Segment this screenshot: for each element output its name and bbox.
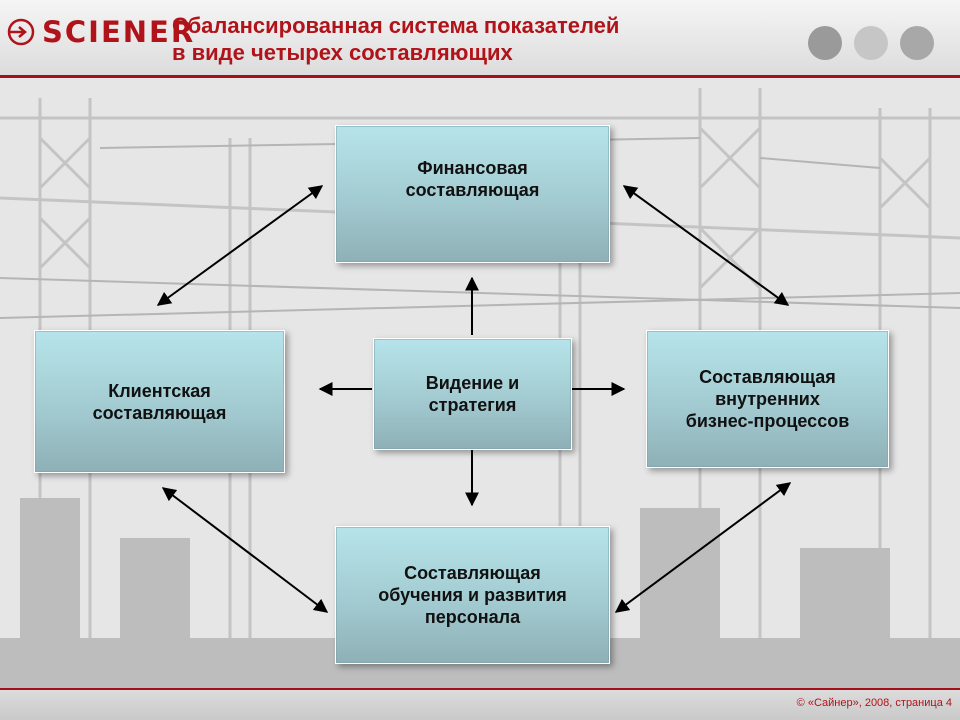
company-logo: SCIENER: [6, 14, 195, 50]
arrow-top-right: [622, 185, 790, 306]
decor-dot-3: [900, 26, 934, 60]
title-line-1: Сбалансированная система показателей: [172, 13, 620, 38]
box-vision-strategy-label: Видение и стратегия: [425, 373, 520, 415]
box-vision-strategy: Видение и стратегия: [373, 338, 572, 450]
header-bar: [0, 0, 960, 76]
box-financial-label: Финансовая составляющая: [405, 158, 540, 200]
footer-bar: [0, 690, 960, 720]
footer-divider: [0, 688, 960, 690]
box-learning-growth: Составляющая обучения и развития персона…: [335, 526, 610, 664]
box-client-label: Клиентская составляющая: [92, 380, 227, 423]
decor-dot-2: [854, 26, 888, 60]
logo-arrow-icon: [7, 18, 35, 46]
box-client: Клиентская составляющая: [34, 330, 285, 473]
arrow-left-bottom: [161, 487, 329, 613]
decor-dot-1: [808, 26, 842, 60]
arrow-left-top: [156, 185, 324, 306]
arrow-bottom-right: [614, 482, 792, 613]
page-title: Сбалансированная система показателей в в…: [172, 12, 772, 66]
box-learning-growth-label: Составляющая обучения и развития персона…: [378, 563, 567, 627]
box-internal-processes-label: Составляющая внутренних бизнес-процессов: [685, 367, 850, 431]
title-line-2: в виде четырех составляющих: [172, 40, 513, 65]
box-financial: Финансовая составляющая: [335, 125, 610, 263]
box-internal-processes: Составляющая внутренних бизнес-процессов: [646, 330, 889, 468]
logo-text: SCIENER: [42, 15, 196, 49]
footer-copyright: © «Сайнер», 2008, страница 4: [796, 697, 952, 709]
header-divider: [0, 75, 960, 78]
